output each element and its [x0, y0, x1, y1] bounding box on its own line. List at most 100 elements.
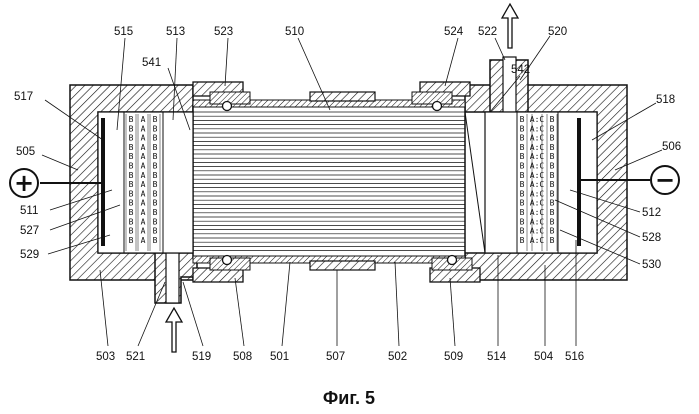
cell-letter: B: [129, 171, 134, 180]
callout-521: 521: [126, 351, 145, 363]
cell-letter: B: [520, 124, 525, 133]
outlet-arrow: [502, 4, 518, 48]
cell-letter: B: [520, 189, 525, 198]
cell-letter: B: [153, 227, 158, 236]
cell-letter: B: [550, 134, 555, 143]
cell-letter: B: [129, 217, 134, 226]
cell-letter: B: [520, 208, 525, 217]
cell-letter: A: [141, 217, 146, 226]
cell-letter: B: [129, 199, 134, 208]
cell-letter: A: [141, 236, 146, 245]
cell-letter: A: [141, 124, 146, 133]
cell-letter: B: [129, 189, 134, 198]
cell-letter: B: [129, 227, 134, 236]
cell-letter: A: [141, 152, 146, 161]
cell-letter: B: [550, 227, 555, 236]
callout-508: 508: [233, 351, 252, 363]
callout-502: 502: [388, 351, 407, 363]
callout-515: 515: [114, 26, 133, 38]
callout-513: 513: [166, 26, 185, 38]
callout-501: 501: [270, 351, 289, 363]
positive-terminal-label: +: [14, 169, 34, 197]
callout-511: 511: [20, 205, 38, 217]
cell-letter: B: [520, 236, 525, 245]
cell-letter: B: [129, 236, 134, 245]
cell-letter: B: [129, 124, 134, 133]
callout-527: 527: [20, 225, 39, 237]
cell-letter: A: [141, 208, 146, 217]
callout-506: 506: [662, 141, 681, 153]
cell-letter: B: [129, 143, 134, 152]
callout-516: 516: [565, 351, 584, 363]
callout-518: 518: [656, 94, 675, 106]
cell-letter: B: [550, 115, 555, 124]
cell-letter: B: [520, 180, 525, 189]
inlet-arrow: [166, 308, 182, 352]
cell-letter: B: [550, 217, 555, 226]
cell-letter: A: [141, 134, 146, 143]
cell-letter: B: [129, 162, 134, 171]
cell-letter: B: [153, 115, 158, 124]
cell-letter: B: [550, 143, 555, 152]
figure-caption: Фиг. 5: [323, 388, 375, 408]
callout-510: 510: [285, 26, 304, 38]
cell-letter: B: [550, 236, 555, 245]
cell-letter: B: [550, 208, 555, 217]
callout-522: 522: [478, 26, 497, 38]
callout-507: 507: [326, 351, 345, 363]
negative-terminal-label: −: [655, 166, 675, 194]
callout-542: 542: [511, 64, 530, 76]
cell-letter: B: [550, 171, 555, 180]
cell-letter: B: [153, 171, 158, 180]
callout-520: 520: [548, 26, 567, 38]
callout-514: 514: [487, 351, 507, 363]
cell-letter: B: [550, 189, 555, 198]
callout-519: 519: [192, 351, 211, 363]
cell-letter: B: [129, 115, 134, 124]
cell-letter: B: [153, 180, 158, 189]
cell-letter: B: [129, 208, 134, 217]
right-electrode-chamber: BA:CBBA:CBBA:CBBA:CBBA:CBBA:CBBA:CBBA:CB…: [485, 112, 597, 253]
cell-letter: A: [141, 171, 146, 180]
cell-letter: B: [520, 134, 525, 143]
cell-letter: B: [153, 162, 158, 171]
cell-letter: B: [153, 134, 158, 143]
cell-letter: A: [141, 227, 146, 236]
cell-letter: A: [141, 199, 146, 208]
cell-letter: A: [141, 143, 146, 152]
callout-512: 512: [642, 207, 661, 219]
callout-503: 503: [96, 351, 115, 363]
cell-letter: B: [153, 189, 158, 198]
callout-541: 541: [142, 57, 161, 69]
cell-letter: A: [141, 189, 146, 198]
cell-letter: B: [153, 217, 158, 226]
cell-letter: B: [153, 143, 158, 152]
callout-517: 517: [14, 91, 33, 103]
callout-505: 505: [16, 146, 35, 158]
right-cell-stack: BA:CBBA:CBBA:CBBA:CBBA:CBBA:CBBA:CBBA:CB…: [517, 114, 557, 251]
callout-530: 530: [642, 259, 661, 271]
cell-letter: B: [520, 152, 525, 161]
cell-letter: B: [520, 171, 525, 180]
cell-letter: B: [520, 217, 525, 226]
cell-letter: B: [129, 152, 134, 161]
cell-letter: B: [520, 115, 525, 124]
cell-letter: B: [520, 199, 525, 208]
cell-letter: B: [520, 227, 525, 236]
callout-529: 529: [20, 249, 39, 261]
callout-504: 504: [534, 351, 554, 363]
cell-letter: B: [550, 180, 555, 189]
cell-letter: B: [129, 180, 134, 189]
cell-letter: B: [129, 134, 134, 143]
callout-509: 509: [444, 351, 463, 363]
callout-523: 523: [214, 26, 233, 38]
cell-letter: B: [153, 124, 158, 133]
cell-letter: B: [520, 162, 525, 171]
cell-letter: B: [520, 143, 525, 152]
cell-letter: B: [153, 236, 158, 245]
cell-letter: B: [153, 152, 158, 161]
cell-letter: B: [550, 162, 555, 171]
membrane-bundle: [150, 100, 485, 263]
callout-528: 528: [642, 232, 661, 244]
